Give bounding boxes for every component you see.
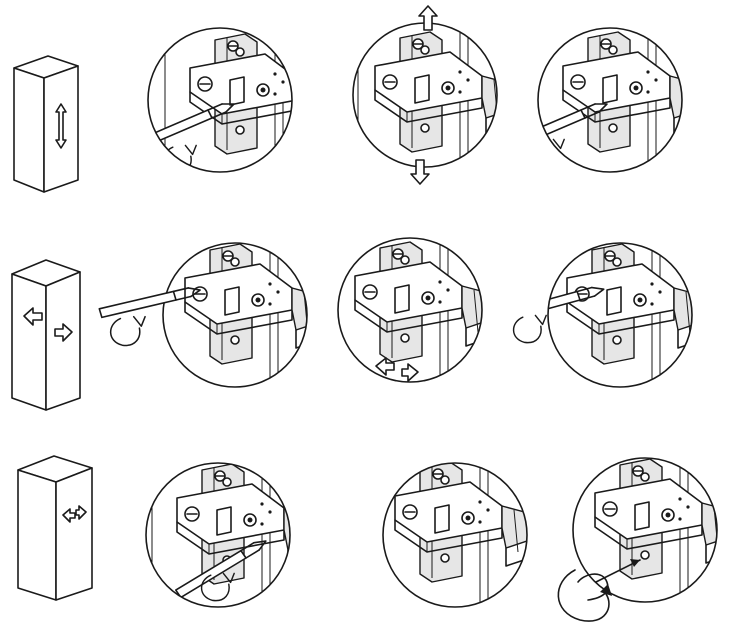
up-down-arrow-icon	[55, 103, 67, 149]
left-right-arrows-icon	[23, 307, 73, 342]
cabinet-depth-adjustment	[17, 455, 93, 601]
in-out-arrows-icon	[62, 505, 87, 523]
step-circle-2	[352, 5, 498, 185]
step-circle-5	[337, 237, 483, 383]
cabinet-vertical-adjustment	[13, 55, 79, 193]
step-circle-8	[382, 462, 528, 608]
move-down-arrow-icon	[410, 159, 430, 185]
cabinet-horizontal-adjustment	[11, 259, 81, 411]
step-circle-7	[145, 462, 291, 608]
step-circle-4	[97, 242, 308, 388]
step-circle-1	[147, 27, 293, 173]
left-right-move-arrows-icon	[375, 357, 419, 382]
rotate-screw-arrow-icon	[557, 559, 641, 622]
move-up-arrow-icon	[418, 5, 438, 31]
step-circle-3	[537, 27, 683, 173]
step-circle-6	[512, 242, 693, 388]
step-circle-9	[557, 457, 718, 622]
